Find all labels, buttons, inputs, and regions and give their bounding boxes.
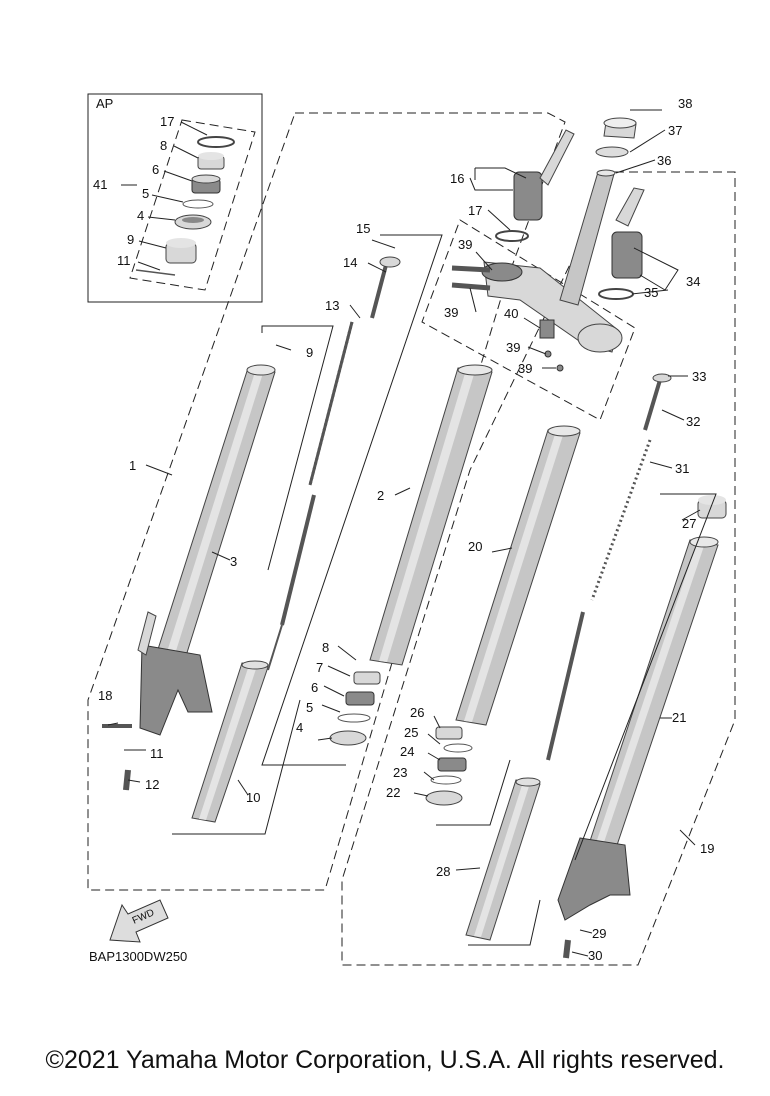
- callout-22: 22: [386, 785, 400, 800]
- callout-39-b: 39: [444, 305, 458, 320]
- callout-ap-9: 9: [127, 232, 134, 247]
- callout-ap-17: 17: [160, 114, 174, 129]
- right-assembly-outline: [341, 171, 736, 966]
- seal-stack-right: [425, 726, 473, 806]
- callout-26: 26: [410, 705, 424, 720]
- diagram-code: BAP1300DW250: [89, 949, 187, 964]
- callout-25: 25: [404, 725, 418, 740]
- fork-cap-left: [495, 129, 575, 242]
- callout-21: 21: [672, 710, 686, 725]
- callout-7: 7: [316, 660, 323, 675]
- fork-cap-right: [598, 187, 645, 300]
- callout-16: 16: [450, 171, 464, 186]
- steering-stem: [559, 117, 637, 306]
- fork-tube-20: [455, 425, 581, 726]
- callouts: 1 2 3 4 5 6 7 8 9 10 11 12 13 14 15 16 1…: [98, 96, 714, 963]
- callout-39-d: 39: [518, 361, 532, 376]
- callout-ap-4: 4: [137, 208, 144, 223]
- leader-lines: [107, 109, 717, 957]
- seal-stack-left: [329, 671, 381, 746]
- callout-19: 19: [700, 841, 714, 856]
- ap-inset-box: AP 17 8 6 5 4 9 11 41: [87, 93, 263, 303]
- callout-32: 32: [686, 414, 700, 429]
- callout-40: 40: [504, 306, 518, 321]
- callout-2: 2: [377, 488, 384, 503]
- callout-ap-11: 11: [117, 253, 131, 268]
- callout-28: 28: [436, 864, 450, 879]
- callout-15: 15: [356, 221, 370, 236]
- callout-24: 24: [400, 744, 414, 759]
- callout-4: 4: [296, 720, 303, 735]
- callout-33: 33: [692, 369, 706, 384]
- callout-23: 23: [393, 765, 407, 780]
- callout-12: 12: [145, 777, 159, 792]
- callout-9: 9: [306, 345, 313, 360]
- inner-tube-right: [465, 777, 541, 941]
- callout-30: 30: [588, 948, 602, 963]
- callout-ap-41: 41: [93, 177, 107, 192]
- callout-13: 13: [325, 298, 339, 313]
- callout-ap-5: 5: [142, 186, 149, 201]
- callout-37: 37: [668, 123, 682, 138]
- ap-parts: [135, 136, 235, 276]
- callout-38: 38: [678, 96, 692, 111]
- callout-1: 1: [129, 458, 136, 473]
- callout-34: 34: [686, 274, 700, 289]
- callout-29: 29: [592, 926, 606, 941]
- left-assembly-outline: [87, 112, 566, 891]
- copyright-notice: ©2021 Yamaha Motor Corporation, U.S.A. A…: [45, 1046, 725, 1074]
- callout-17: 17: [468, 203, 482, 218]
- callout-10: 10: [246, 790, 260, 805]
- callout-31: 31: [675, 461, 689, 476]
- ap-box-label: AP: [96, 96, 113, 111]
- callout-39-c: 39: [506, 340, 520, 355]
- damper-left: [267, 256, 401, 671]
- callout-6: 6: [311, 680, 318, 695]
- callout-35: 35: [644, 285, 658, 300]
- outer-tube-left: [137, 364, 276, 736]
- callout-5: 5: [306, 700, 313, 715]
- fork-exploded-diagram: AP 17 8 6 5 4 9 11 41: [87, 93, 736, 966]
- callout-ap-8: 8: [160, 138, 167, 153]
- callout-8: 8: [322, 640, 329, 655]
- fork-tube-2: [369, 364, 493, 666]
- callout-27: 27: [682, 516, 696, 531]
- callout-ap-6: 6: [152, 162, 159, 177]
- fwd-arrow: FWD: [109, 899, 169, 943]
- bolts: [102, 350, 571, 959]
- callout-14: 14: [343, 255, 357, 270]
- callout-39-a: 39: [458, 237, 472, 252]
- damper-right: [546, 373, 672, 761]
- upper-bracket: [451, 261, 623, 353]
- callout-20: 20: [468, 539, 482, 554]
- callout-18: 18: [98, 688, 112, 703]
- callout-3: 3: [230, 554, 237, 569]
- callout-11: 11: [150, 746, 164, 761]
- inner-tube-left: [191, 660, 269, 823]
- callout-36: 36: [657, 153, 671, 168]
- outer-tube-right: [557, 495, 727, 921]
